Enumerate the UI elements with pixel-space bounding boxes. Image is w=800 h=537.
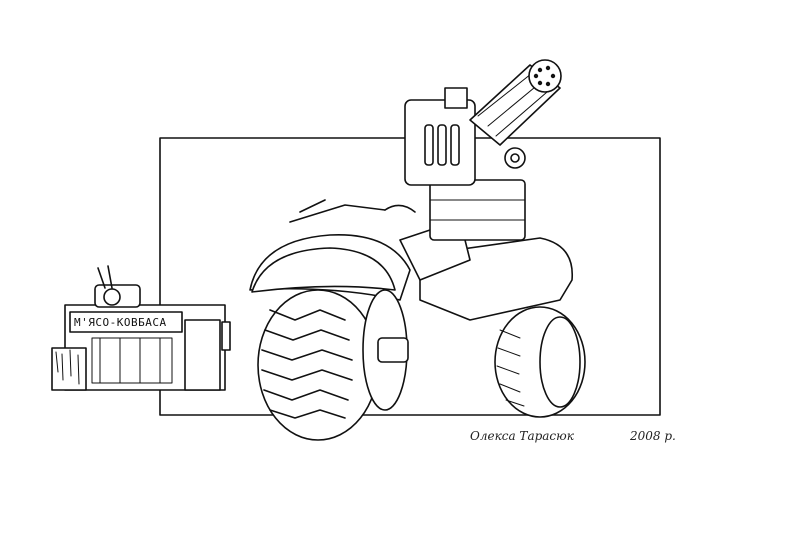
rear-wheel <box>494 306 586 418</box>
front-wheel <box>257 289 409 441</box>
artist-signature: Олекса Тарасюк <box>470 429 575 443</box>
kiosk-sign: М'ЯСО-КОВБАСА <box>74 316 167 329</box>
signature-year: 2008 р. <box>629 429 676 443</box>
meat-kiosk: М'ЯСО-КОВБАСА <box>51 265 231 391</box>
turret <box>404 59 562 186</box>
atv <box>249 59 586 441</box>
